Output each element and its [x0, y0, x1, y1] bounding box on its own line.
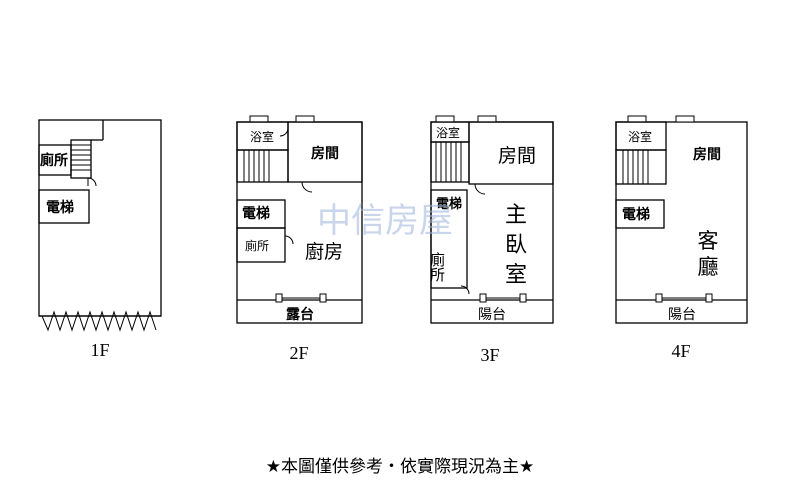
room-label-bedroom-2f: 房間	[311, 145, 339, 162]
room-label-master-bedroom-1: 主	[505, 202, 527, 227]
bedroom-3f	[468, 121, 554, 185]
floor-plan-2f: 浴室 房間 電梯 廁所 廚房 露台 2F	[236, 115, 363, 363]
door-swing-icon	[284, 235, 294, 245]
staircase-3f	[430, 141, 470, 183]
door-swing-icon	[279, 127, 289, 137]
floor-label-2f: 2F	[289, 343, 308, 363]
room-label-living-room-2: 廳	[698, 255, 719, 279]
toilet-room-2f	[236, 227, 286, 263]
door-swing-icon	[301, 181, 313, 193]
room-label-terrace-2f: 露台	[286, 306, 314, 323]
room-label-kitchen-2f: 廚房	[305, 240, 343, 263]
floor-label-1f: 1F	[90, 340, 109, 360]
room-label-elevator-4f: 電梯	[622, 206, 650, 223]
floor-plan-1f: 廁所 電梯 1F	[38, 119, 162, 360]
stair-steps-icon	[243, 150, 270, 182]
sliding-door-icon	[655, 293, 713, 303]
floor-1f-outline	[38, 119, 162, 317]
room-label-bathroom-4f: 浴室	[628, 129, 652, 144]
sliding-door-icon	[275, 293, 327, 303]
room-label-elevator-2f: 電梯	[242, 205, 270, 222]
elevator-toilet-block-3f	[430, 189, 468, 289]
window-icon	[627, 115, 695, 123]
window-icon	[435, 115, 497, 123]
elevator-room-1f	[38, 189, 90, 224]
staircase-1f	[70, 139, 92, 179]
stair-steps-icon	[71, 144, 91, 171]
stair-steps-icon	[622, 150, 649, 184]
sliding-door-icon	[479, 293, 527, 303]
room-label-toilet-1f: 廁所	[40, 152, 68, 169]
room-label-master-bedroom-3: 室	[505, 262, 527, 287]
stair-steps-icon	[435, 142, 462, 182]
bedroom-2f	[287, 121, 363, 183]
room-label-elevator-1f: 電梯	[46, 199, 74, 216]
floor-label-4f: 4F	[671, 341, 690, 361]
window-icon	[249, 115, 315, 123]
door-swing-icon	[474, 183, 486, 195]
shutter-door-icon	[41, 310, 157, 332]
watermark-logo-text: 中信房屋	[317, 201, 453, 241]
room-label-bathroom-3f: 浴室	[436, 125, 460, 140]
room-label-bedroom-3f: 房間	[498, 145, 536, 167]
staircase-4f	[615, 149, 667, 185]
room-label-toilet-2f: 廁所	[245, 238, 269, 253]
room-label-master-bedroom-2: 臥	[505, 232, 527, 257]
staircase-2f	[236, 149, 289, 183]
footer-disclaimer: ★本圖僅供參考・依實際現況為主★	[265, 457, 535, 477]
room-label-bedroom-4f: 房間	[693, 146, 721, 163]
floor-plan-3f: 浴室 房間 電梯 廁所 主 臥 室 陽台 3F	[428, 115, 554, 365]
door-swing-icon	[460, 285, 470, 295]
floor-plan-4f: 浴室 房間 電梯 客 廳 陽台 4F	[615, 115, 748, 361]
room-label-toilet-3f: 廁所	[428, 251, 445, 282]
room-label-living-room-1: 客	[698, 229, 719, 253]
elevator-room-4f	[615, 199, 665, 229]
door-swing-icon	[87, 177, 97, 187]
room-label-bathroom-2f: 浴室	[250, 129, 274, 144]
room-label-balcony-4f: 陽台	[668, 307, 696, 323]
room-label-elevator-3f: 電梯	[436, 196, 462, 211]
floor-label-3f: 3F	[480, 345, 499, 365]
room-label-balcony-3f: 陽台	[478, 307, 506, 323]
